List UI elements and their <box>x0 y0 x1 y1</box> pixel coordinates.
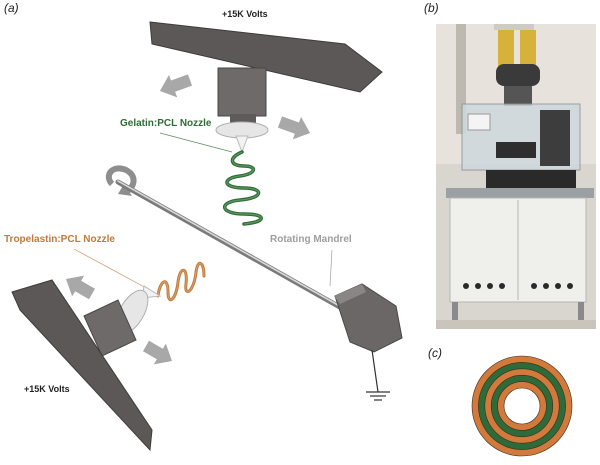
rotating-mandrel-rod <box>115 179 348 313</box>
ring-white-5 <box>503 387 541 425</box>
panel-label-b: (b) <box>424 1 439 15</box>
gelatin-leader-line <box>159 132 233 153</box>
bottom-electrode-plate <box>11 279 153 452</box>
electrospinning-diagram: +15K Volts Gelatin:PCL Nozzle Rotating M… <box>4 9 403 452</box>
gelatin-nozzle-label: Gelatin:PCL Nozzle <box>120 118 212 129</box>
mandrel-leader-line <box>329 249 333 287</box>
top-voltage-label: +15K Volts <box>222 9 268 19</box>
bottom-down-motion-arrow <box>143 340 172 365</box>
bottom-up-motion-arrow <box>66 275 95 300</box>
rotation-arrow-icon <box>105 165 137 196</box>
rotating-mandrel-label: Rotating Mandrel <box>270 234 352 245</box>
top-right-motion-arrow <box>277 116 311 140</box>
panel-label-c: (c) <box>428 346 442 360</box>
tropelastin-leader-line <box>73 248 151 291</box>
bottom-nozzle-holder <box>83 299 137 357</box>
ground-symbol-icon <box>366 349 390 401</box>
equipment-photo <box>436 24 596 329</box>
top-nozzle-holder <box>217 67 267 117</box>
top-electrode-plate <box>149 21 383 93</box>
top-left-motion-arrow <box>159 74 193 98</box>
panel-label-a: (a) <box>4 1 19 15</box>
fume-extraction-duct <box>498 30 514 70</box>
top-nozzle-tip <box>235 135 249 154</box>
tropelastin-nozzle-label: Tropelastin:PCL Nozzle <box>4 234 115 245</box>
concentric-layer-rings <box>471 355 573 457</box>
bottom-voltage-label: +15K Volts <box>24 384 70 394</box>
